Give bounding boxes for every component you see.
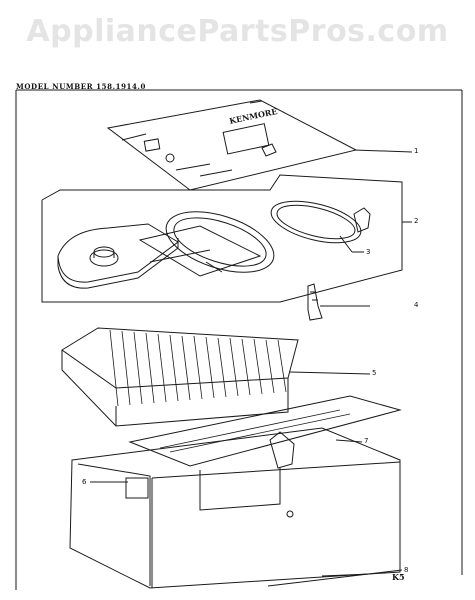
callout-7: 7: [364, 437, 369, 445]
round-hoop-part: [270, 200, 371, 253]
callout-6: 6: [82, 478, 87, 486]
embroidery-unit-part: [57, 223, 262, 289]
callout-2: 2: [414, 217, 419, 225]
model-number-label: MODEL NUMBER 158.1914.0: [16, 82, 147, 91]
callout-8: 8: [404, 566, 409, 574]
callout-1: 1: [414, 147, 419, 155]
callout-3: 3: [366, 248, 371, 256]
instruction-sheet-part: KENMORE: [106, 99, 413, 191]
embroidery-hoop-part: [165, 211, 275, 273]
storage-box-part: [69, 427, 403, 589]
watermark-logo: AppliancePartsPros.com: [26, 14, 449, 49]
storage-box-lid-part: [128, 395, 402, 467]
page-frame: [15, 89, 463, 590]
callout-4: 4: [414, 301, 419, 309]
svg-text:KENMORE: KENMORE: [228, 106, 278, 126]
embroidery-kit-box: [41, 174, 412, 303]
presser-foot-part: [307, 283, 370, 321]
callout-5: 5: [372, 369, 377, 377]
pattern-cam-stack-part: [61, 327, 371, 427]
page-code: K5: [392, 572, 405, 582]
